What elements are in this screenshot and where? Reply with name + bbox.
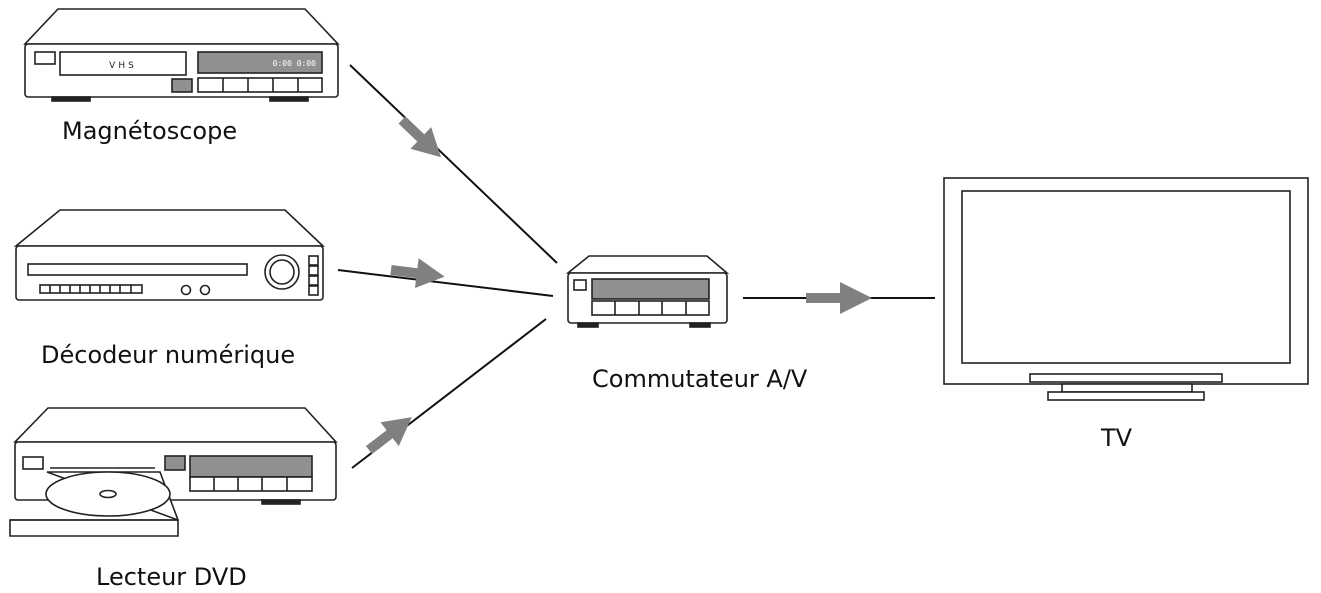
arrow-vcr xyxy=(398,116,442,158)
arrow-dvd xyxy=(365,417,412,454)
arrow-tv xyxy=(806,282,872,314)
vcr-icon xyxy=(23,8,340,102)
vcr-label: Magnétoscope xyxy=(62,117,238,145)
arrow-decoder xyxy=(390,258,445,289)
vcr-slot-text: VHS xyxy=(109,61,137,71)
cable-decoder xyxy=(337,269,554,297)
vcr-display-text: 0:00 0:00 xyxy=(273,59,317,68)
av-switch-label: Commutateur A/V xyxy=(592,365,808,393)
decoder-label: Décodeur numérique xyxy=(41,341,296,369)
av-switch-icon xyxy=(565,255,730,328)
tv-label: TV xyxy=(1101,424,1133,452)
dvd-player-label: Lecteur DVD xyxy=(96,563,247,591)
cable-vcr xyxy=(349,64,558,264)
arrow-icon xyxy=(365,116,872,454)
decoder-icon xyxy=(13,209,326,301)
dvd-player-icon xyxy=(9,407,338,537)
tv-icon xyxy=(943,177,1309,401)
